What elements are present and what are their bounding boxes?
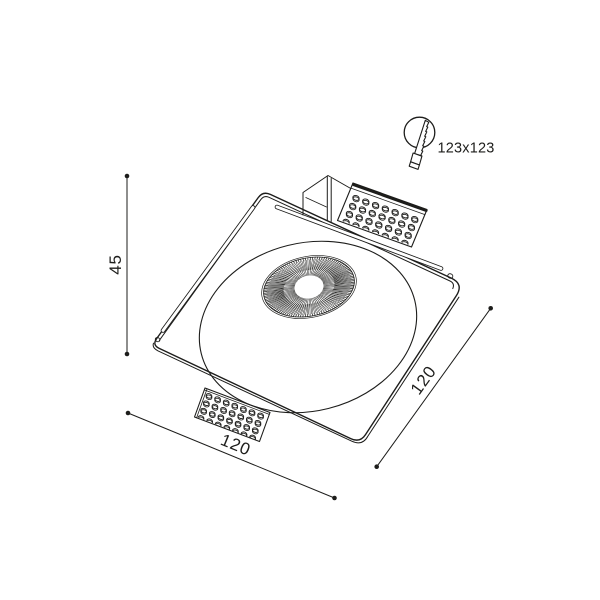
plate-screw-hole — [447, 273, 454, 279]
plate-bevel-edge — [158, 196, 454, 341]
saw-blade — [414, 119, 430, 157]
plate-thickness-edge — [152, 296, 460, 444]
dimension-height: 45 — [106, 173, 130, 357]
cutout-size-label: 123x123 — [438, 141, 495, 157]
flange-top-thick-edge — [352, 183, 428, 212]
hole-saw-icon — [403, 116, 436, 170]
lamp-reflector-sunburst — [261, 255, 357, 319]
plate-screw-hole — [154, 337, 161, 343]
dimension-depth-label: 120 — [407, 362, 440, 398]
dimension-height-label: 45 — [106, 254, 125, 275]
plate-slot-right — [274, 204, 444, 271]
trim-circle — [198, 240, 418, 414]
housing-box — [302, 175, 354, 222]
saw-handle-base — [408, 161, 420, 170]
cutout-callout: 123x123 — [403, 116, 495, 170]
plate-slot-left — [160, 205, 256, 333]
